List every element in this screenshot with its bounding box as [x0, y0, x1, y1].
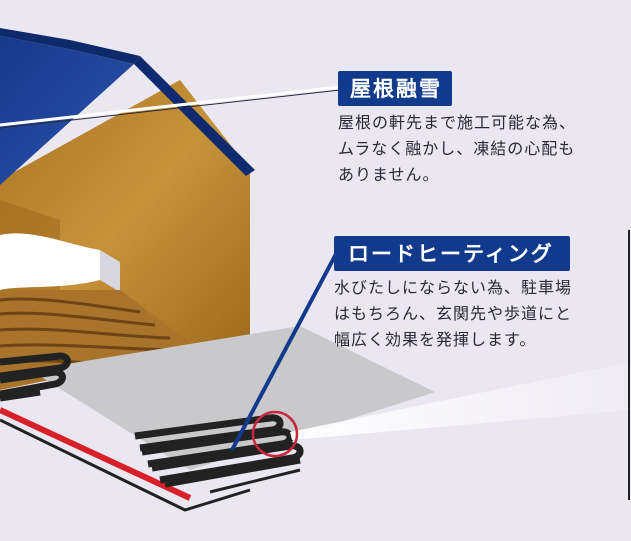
- red-supply-cable: [0, 407, 192, 501]
- roof-melting-line: ムラなく融かし、凍結の心配も: [338, 139, 576, 158]
- heating-cable-left: [0, 352, 71, 402]
- road-heating-cable-mat: [134, 414, 304, 494]
- road-leader-line: [230, 253, 338, 451]
- road-heating-description: 水びたしにならない為、駐車場 はもちろん、玄関先や歩道にと 幅広く効果を発揮しま…: [334, 275, 572, 353]
- interior-white: [0, 233, 120, 292]
- roof-melting-line: 屋根の軒先まで施工可能な為、: [338, 113, 577, 132]
- road-heating-line: 幅広く効果を発揮します。: [334, 330, 537, 349]
- road-heating-callout: ロードヒーティング 水びたしにならない為、駐車場 はもちろん、玄関先や歩道にと …: [334, 236, 572, 353]
- roof-leader-line: [0, 85, 341, 127]
- house-roof: [0, 28, 255, 185]
- roof-melting-line: ありません。: [338, 165, 440, 184]
- roof-melting-title: 屋根融雪: [338, 71, 452, 106]
- driveway-slab: [30, 326, 435, 470]
- roof-melting-description: 屋根の軒先まで施工可能な為、 ムラなく融かし、凍結の心配も ありません。: [338, 110, 576, 188]
- black-return-cable: [0, 418, 251, 512]
- wood-floor: [0, 290, 200, 390]
- highlight-circle: [251, 410, 299, 458]
- roof-melting-callout: 屋根融雪 屋根の軒先まで施工可能な為、 ムラなく融かし、凍結の心配も ありません…: [338, 71, 576, 188]
- zoom-beam: [290, 362, 631, 440]
- road-heating-line: 水びたしにならない為、駐車場: [334, 278, 573, 297]
- roof-leader-line-dark: [0, 89, 341, 129]
- road-heating-title: ロードヒーティング: [334, 236, 570, 271]
- road-heating-line: はもちろん、玄関先や歩道にと: [334, 304, 573, 323]
